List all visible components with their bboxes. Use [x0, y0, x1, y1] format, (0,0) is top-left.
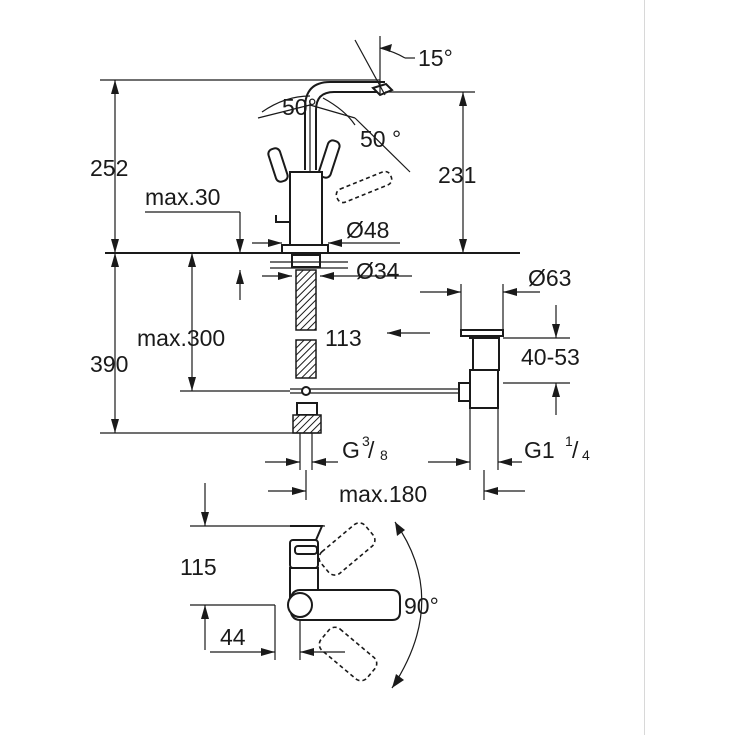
svg-text:/: / — [368, 437, 375, 463]
faucet-body — [289, 171, 323, 251]
thread-g1-denominator: 4 — [582, 447, 590, 463]
dia-63-label: Ø63 — [528, 265, 571, 291]
angle-15-label: 15° — [418, 45, 453, 71]
range-40-53-label: 40-53 — [521, 344, 580, 370]
height-252-label: 252 — [90, 155, 128, 181]
faucet-side-view — [105, 81, 520, 470]
thread-g114-label: G1 1 / 4 — [524, 433, 590, 463]
dia-48-label: Ø48 — [346, 217, 389, 243]
max-300-label: max.300 — [137, 325, 225, 351]
max-180-label: max.180 — [339, 481, 427, 507]
angle-50-right-label: 50 ° — [360, 126, 401, 152]
angle-50-left-label: 50° — [282, 94, 317, 120]
page-edge-divider — [644, 0, 645, 735]
thread-g38-label: G 3 / 8 — [342, 433, 388, 463]
svg-text:/: / — [572, 437, 579, 463]
height-390-label: 390 — [90, 351, 128, 377]
thread-g-denominator: 8 — [380, 447, 388, 463]
thread-g1-numerator: 1 — [565, 433, 573, 449]
drain-waste — [458, 329, 504, 470]
max-30-label: max.30 — [145, 184, 220, 210]
top-view-lever — [287, 522, 401, 682]
len-115-label: 115 — [180, 554, 217, 580]
lever-positions — [267, 139, 393, 204]
angle-90-label: 90° — [404, 593, 439, 619]
thread-g1-letters: G1 — [524, 437, 555, 463]
thread-g-letter: G — [342, 437, 360, 463]
len-44-label: 44 — [220, 624, 246, 650]
supply-hose-lower — [295, 339, 317, 379]
len-113-label: 113 — [325, 325, 362, 351]
supply-hose-upper — [295, 269, 317, 331]
dimension-lines — [100, 36, 570, 500]
thread-g-numerator: 3 — [362, 433, 370, 449]
faucet-top-view — [190, 483, 423, 689]
dia-34-label: Ø34 — [356, 258, 400, 284]
height-231-label: 231 — [438, 162, 476, 188]
